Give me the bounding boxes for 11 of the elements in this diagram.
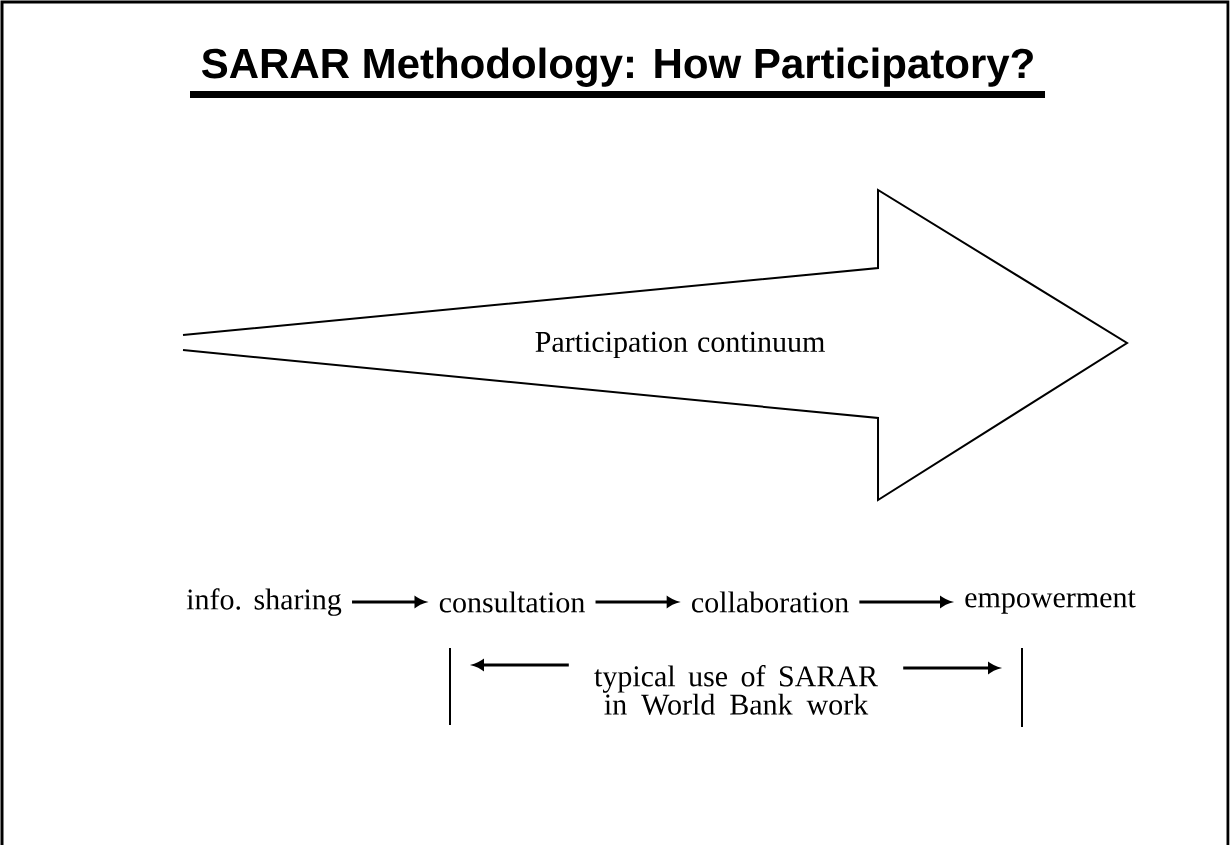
arrow bbox=[859, 596, 951, 608]
stage-label: consultation bbox=[439, 591, 585, 613]
stage-label: info. sharing bbox=[186, 588, 342, 616]
arrow bbox=[352, 596, 426, 608]
stage-label: empowerment bbox=[965, 590, 1136, 614]
arrow bbox=[595, 596, 678, 608]
title: SARAR Methodology: How Participatory? bbox=[201, 47, 1033, 87]
arrow bbox=[473, 659, 569, 671]
range-label: typical use of SARAR in World Bank work bbox=[594, 665, 878, 715]
stage-label: collaboration bbox=[692, 591, 849, 613]
arrow bbox=[903, 662, 999, 674]
